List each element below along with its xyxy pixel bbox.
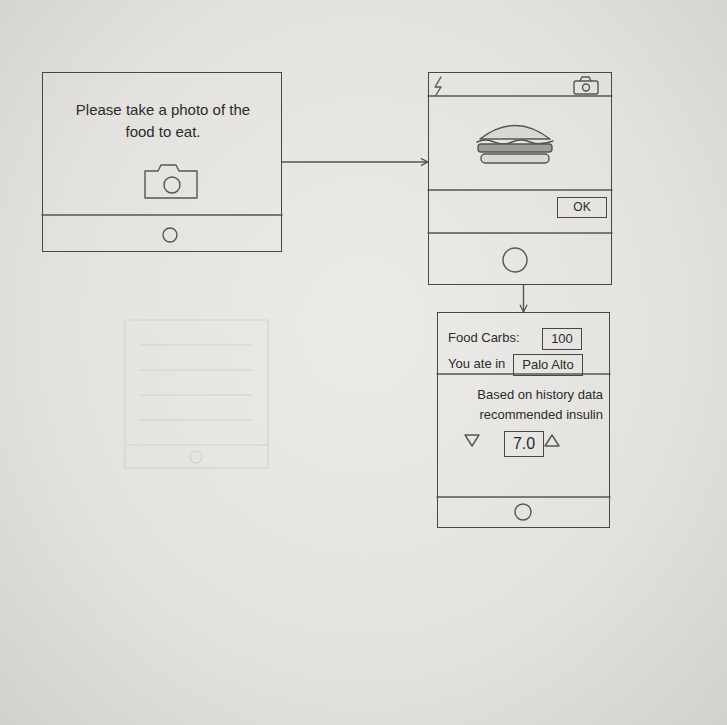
erased-sketch bbox=[125, 320, 268, 468]
screen1-art bbox=[42, 165, 282, 242]
erased-line bbox=[140, 344, 252, 345]
recommendation-text: Based on history data recommended insuli… bbox=[446, 385, 603, 425]
flow-arrow bbox=[523, 285, 524, 312]
erased-frame bbox=[125, 320, 268, 468]
screen2-art bbox=[428, 77, 612, 272]
field-label: Food Carbs: bbox=[448, 330, 520, 346]
instruction-text: Please take a photo of the food to eat. bbox=[61, 99, 265, 143]
camera-lens bbox=[164, 177, 180, 193]
field-value: OK bbox=[573, 200, 590, 214]
burger-bun-top bbox=[480, 126, 550, 140]
value-field: Palo Alto bbox=[513, 354, 583, 376]
field-label: You ate in bbox=[448, 356, 505, 372]
home-button bbox=[163, 228, 177, 242]
camera-switch-icon bbox=[580, 77, 591, 81]
field-value: 7.0 bbox=[513, 434, 535, 453]
erased-line bbox=[140, 369, 252, 370]
camera-switch-icon bbox=[574, 81, 598, 94]
divider-line bbox=[42, 214, 282, 215]
home-button bbox=[515, 504, 531, 520]
erased-line bbox=[140, 394, 252, 395]
divider-line bbox=[428, 232, 612, 233]
flow-arrow bbox=[282, 161, 428, 162]
top-bar-line bbox=[428, 95, 612, 96]
field-value: Palo Alto bbox=[522, 357, 573, 373]
decrease-arrow bbox=[465, 435, 479, 446]
value-field: 7.0 bbox=[504, 431, 544, 457]
divider-line bbox=[428, 189, 612, 190]
erased-line bbox=[140, 419, 252, 420]
divider-line bbox=[437, 373, 610, 374]
divider-line bbox=[437, 496, 610, 497]
phone-screen: 100Palo Alto 7.0 Food Carbs: You ate in Base… bbox=[437, 312, 610, 528]
erased-line bbox=[125, 444, 268, 445]
increase-arrow bbox=[545, 435, 559, 446]
camera-switch-lens bbox=[583, 84, 590, 91]
value-field: 100 bbox=[542, 328, 582, 350]
burger-patty bbox=[478, 144, 552, 152]
erased-button bbox=[190, 451, 202, 463]
ok-button: OK bbox=[557, 197, 607, 218]
burger-bun-bottom bbox=[481, 154, 549, 163]
screen3-art bbox=[437, 374, 610, 520]
camera-icon bbox=[145, 165, 197, 198]
shutter-button bbox=[503, 248, 527, 272]
flash-icon bbox=[435, 77, 441, 95]
field-value: 100 bbox=[551, 331, 573, 347]
phone-screen: OK bbox=[428, 72, 612, 285]
phone-screen: Please take a photo of the food to eat. bbox=[42, 72, 282, 252]
